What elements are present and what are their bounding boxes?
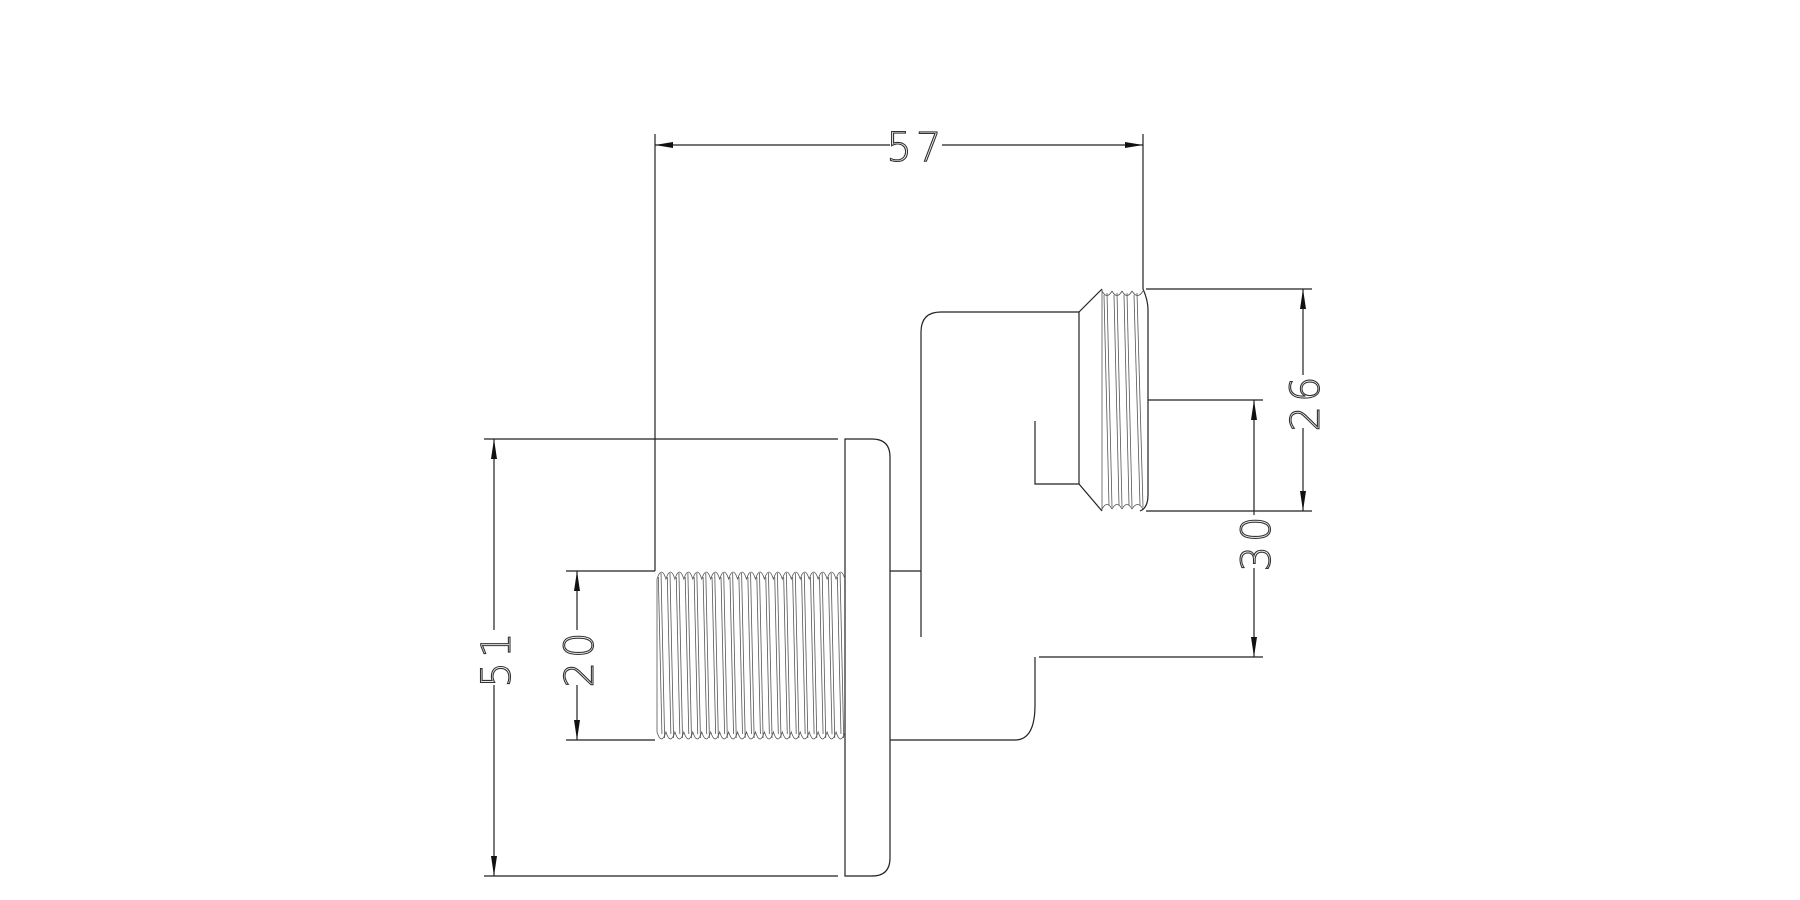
dimension-20: 20 [556, 570, 655, 741]
elbow-body-lower [890, 657, 1036, 741]
dimension-label-20: 20 [557, 629, 603, 688]
dimension-30: 30 [1039, 399, 1281, 658]
outlet-chamfer [1078, 288, 1103, 512]
dimension-26: 26 [1146, 288, 1330, 512]
dimension-label-57: 57 [887, 125, 946, 171]
dimension-57: 57 [654, 124, 1144, 571]
dimension-label-30: 30 [1234, 513, 1280, 572]
flange [844, 438, 891, 877]
elbow-inner [1034, 421, 1079, 485]
inlet-thread [656, 571, 846, 740]
dimension-51: 51 [473, 438, 838, 877]
dimension-label-51: 51 [474, 629, 520, 688]
elbow-body [890, 311, 1079, 637]
dimension-label-26: 26 [1283, 373, 1329, 432]
outlet-thread [1101, 288, 1149, 512]
